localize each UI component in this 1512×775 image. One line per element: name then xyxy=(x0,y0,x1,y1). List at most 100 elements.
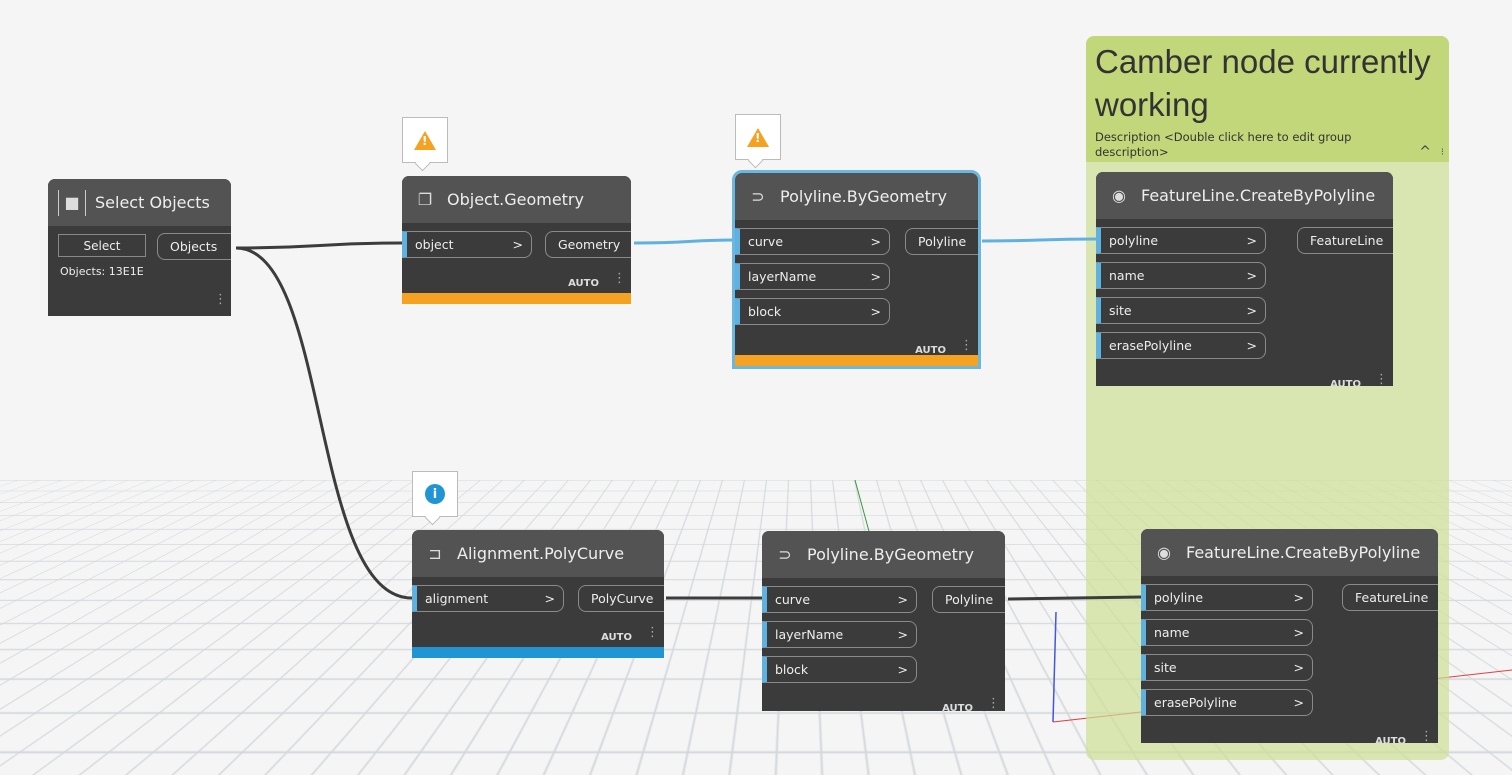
node-header[interactable]: ◉ FeatureLine.CreateByPolyline xyxy=(1141,529,1438,576)
port-label: object xyxy=(415,237,454,252)
port-label: alignment xyxy=(425,591,488,606)
info-tooltip[interactable]: i xyxy=(412,471,458,517)
node-title: FeatureLine.CreateByPolyline xyxy=(1141,186,1375,205)
port-arrow-icon: > xyxy=(871,234,881,249)
input-port-block[interactable]: block> xyxy=(762,656,917,683)
node-object-geometry[interactable]: ❐Object.Geometry object> GeometryAUTO ⋮ xyxy=(402,176,631,304)
warning-state-bar xyxy=(735,355,978,366)
wire-polyline-polyline[interactable] xyxy=(982,239,1096,241)
port-label: site xyxy=(1109,303,1132,318)
select-button[interactable]: Select xyxy=(58,234,146,257)
node-menu-icon[interactable]: ⋮ xyxy=(1375,377,1381,382)
output-port-geometry[interactable]: Geometry xyxy=(545,231,631,258)
input-port-block[interactable]: block > xyxy=(735,298,890,325)
node-menu-icon[interactable]: ⋮ xyxy=(987,701,993,706)
port-label: layerName xyxy=(775,627,843,642)
input-port-object[interactable]: object> xyxy=(402,231,532,258)
output-port-polyline[interactable]: Polyline xyxy=(905,228,978,255)
node-alignment-polycurve[interactable]: ⊐ Alignment.PolyCurve alignment > PolyCurveA… xyxy=(412,530,664,658)
node-header[interactable]: ⊐ Alignment.PolyCurve xyxy=(412,530,664,577)
node-featureline-createbypolyline[interactable]: ◉FeatureLine.CreateByPolylinepolyline>na… xyxy=(1096,172,1393,386)
select-cube-icon: ■ xyxy=(58,190,86,216)
node-title: Alignment.PolyCurve xyxy=(457,544,624,563)
warning-state-bar xyxy=(402,293,631,304)
port-label: polyline xyxy=(1109,233,1158,248)
node-menu-icon[interactable]: ⋮ xyxy=(214,297,220,302)
warning-icon: ! xyxy=(414,131,436,150)
input-port-alignment[interactable]: alignment > xyxy=(412,585,564,612)
output-port-objects[interactable]: Objects xyxy=(157,233,231,260)
port-arrow-icon: > xyxy=(1247,268,1257,283)
info-state-bar xyxy=(412,647,664,658)
port-arrow-icon: > xyxy=(871,304,881,319)
port-arrow-icon: > xyxy=(1294,695,1304,710)
port-arrow-icon: > xyxy=(1247,233,1257,248)
node-header[interactable]: ❐Object.Geometry xyxy=(402,176,631,223)
input-port-site[interactable]: site> xyxy=(1096,297,1266,324)
selection-status: Objects: 13E1E xyxy=(60,265,144,278)
node-select-objects[interactable]: ■ Select Objects Select Objects Objects:… xyxy=(48,179,231,316)
input-port-site[interactable]: site > xyxy=(1141,654,1313,681)
input-port-name[interactable]: name> xyxy=(1096,262,1266,289)
input-port-polyline[interactable]: polyline> xyxy=(1141,584,1313,611)
output-port-polyline[interactable]: Polyline xyxy=(932,586,1005,613)
featureline-icon: ◉ xyxy=(1151,540,1177,566)
node-menu-icon[interactable]: ⋮ xyxy=(960,343,966,348)
node-header[interactable]: ⊃Polyline.ByGeometry xyxy=(762,531,1005,578)
warning-icon: ! xyxy=(747,128,769,147)
port-label: site xyxy=(1154,660,1177,675)
run-mode-label[interactable]: AUTO xyxy=(601,632,632,643)
run-mode-label[interactable]: AUTO xyxy=(942,703,973,711)
run-mode-label[interactable]: AUTO xyxy=(1330,379,1361,386)
run-mode-label[interactable]: AUTO xyxy=(1375,736,1406,743)
port-arrow-icon: > xyxy=(898,592,908,607)
input-port-erasePolyline[interactable]: erasePolyline > xyxy=(1096,332,1266,359)
input-port-curve[interactable]: curve > xyxy=(735,228,890,255)
warning-tooltip[interactable]: ! xyxy=(402,117,448,163)
wire-objects-alignment[interactable] xyxy=(236,248,412,598)
node-menu-icon[interactable]: ⋮ xyxy=(1420,734,1426,739)
info-icon: i xyxy=(425,484,445,504)
node-title: FeatureLine.CreateByPolyline xyxy=(1186,543,1420,562)
input-port-curve[interactable]: curve > xyxy=(762,586,917,613)
node-title: Polyline.ByGeometry xyxy=(780,187,947,206)
input-port-polyline[interactable]: polyline > xyxy=(1096,227,1266,254)
output-port-featureline[interactable]: FeatureLine xyxy=(1342,584,1438,611)
port-arrow-icon: > xyxy=(898,662,908,677)
node-title: Polyline.ByGeometry xyxy=(807,545,974,564)
alignment-icon: ⊐ xyxy=(422,541,448,567)
wire-objects-object[interactable] xyxy=(236,243,402,248)
port-label: erasePolyline xyxy=(1109,338,1192,353)
node-title: Select Objects xyxy=(95,193,210,212)
port-label: curve xyxy=(775,592,810,607)
port-arrow-icon: > xyxy=(1294,660,1304,675)
node-header[interactable]: ◉FeatureLine.CreateByPolyline xyxy=(1096,172,1393,219)
output-port-polycurve[interactable]: PolyCurve xyxy=(578,585,664,612)
port-label: name xyxy=(1154,625,1189,640)
input-port-layerName[interactable]: layerName > xyxy=(735,263,890,290)
run-mode-label[interactable]: AUTO xyxy=(568,278,599,289)
input-port-erasePolyline[interactable]: erasePolyline > xyxy=(1141,689,1313,716)
input-port-layerName[interactable]: layerName> xyxy=(762,621,917,648)
node-menu-icon[interactable]: ⋮ xyxy=(646,630,652,635)
port-arrow-icon: > xyxy=(1247,338,1257,353)
port-label: layerName xyxy=(748,269,816,284)
node-polyline-bygeometry[interactable]: ⊃Polyline.ByGeometrycurve>layerName>bloc… xyxy=(735,173,978,366)
port-arrow-icon: > xyxy=(871,269,881,284)
warning-tooltip[interactable]: ! xyxy=(735,114,781,160)
input-port-name[interactable]: name> xyxy=(1141,619,1313,646)
port-label: polyline xyxy=(1154,590,1203,605)
node-header[interactable]: ⊃Polyline.ByGeometry xyxy=(735,173,978,220)
port-label: block xyxy=(748,304,781,319)
node-title: Object.Geometry xyxy=(447,190,584,209)
port-label: curve xyxy=(748,234,783,249)
node-featureline-createbypolyline[interactable]: ◉FeatureLine.CreateByPolylinepolyline>na… xyxy=(1141,529,1438,743)
node-polyline-bygeometry[interactable]: ⊃Polyline.ByGeometrycurve>layerName>bloc… xyxy=(762,531,1005,711)
output-port-featureline[interactable]: FeatureLine xyxy=(1297,227,1393,254)
port-label: erasePolyline xyxy=(1154,695,1237,710)
wire-geometry-curve[interactable] xyxy=(634,240,735,243)
wire-polyline-polyline-2[interactable] xyxy=(1008,597,1141,599)
port-arrow-icon: > xyxy=(545,591,555,606)
node-header[interactable]: ■ Select Objects xyxy=(48,179,231,226)
node-menu-icon[interactable]: ⋮ xyxy=(613,276,619,281)
